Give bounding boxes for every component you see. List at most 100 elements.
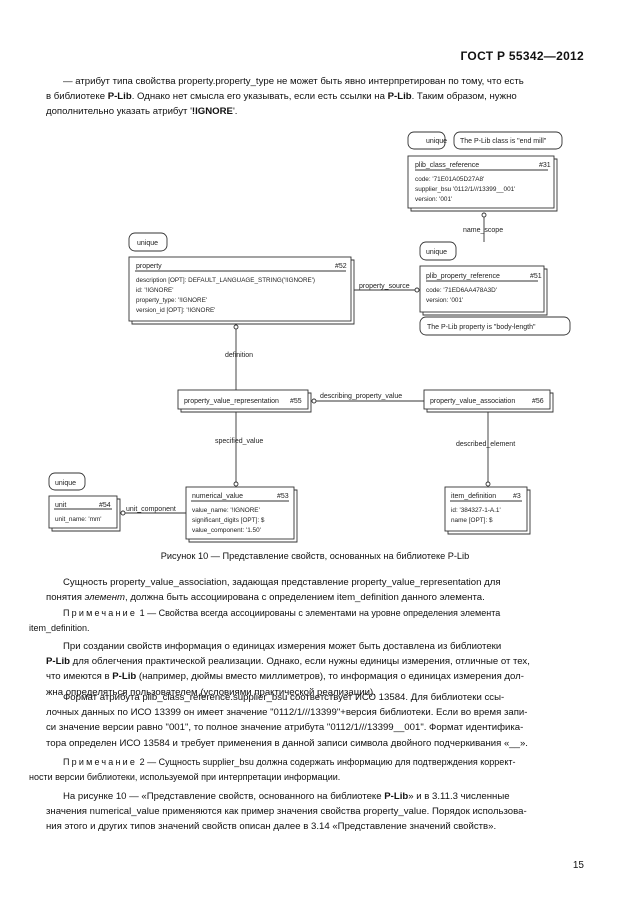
page-number: 15: [572, 860, 584, 871]
unique-tag-box: [407, 131, 446, 150]
unique-label: unique: [426, 249, 447, 256]
attr: value_component: '1.50': [192, 527, 261, 534]
note-endmill-box: [453, 131, 563, 150]
property-num: #52: [335, 263, 347, 270]
rel-property-source: property_source: [359, 283, 410, 290]
attr: id: '384327-1-A.1': [451, 507, 501, 514]
attr: value_name: '!IGNORE': [192, 507, 260, 514]
attr: code: '71E01A05D27A8': [415, 176, 484, 183]
p1-line-1: Сущность property_value_association, зад…: [63, 577, 501, 588]
unit-box: [48, 495, 118, 529]
plib-bold: P-Lib: [112, 671, 137, 683]
attr: description [OPT]: DEFAULT_LANGUAGE_STRI…: [136, 277, 315, 284]
item-definition-box: [444, 486, 528, 532]
rel-specified-value: specified_value: [215, 438, 263, 445]
p3-line-3: си значение версии равно "001", то полно…: [46, 722, 524, 734]
p2-line-4: жна определяться пользователем (условиям…: [46, 686, 376, 698]
p2-line-2: P-Lib для облегчения практической реализ…: [46, 654, 584, 669]
intro-line-1: — атрибут типа свойства property.propert…: [63, 76, 524, 87]
property-box: [128, 256, 352, 322]
pvr-box: [177, 389, 309, 410]
ignore-bold: !IGNORE: [191, 106, 233, 118]
plib-bold: P-Lib: [387, 91, 412, 103]
unit-num: #54: [99, 502, 111, 509]
rel-described-element: described_element: [456, 441, 515, 448]
p3-line-2: лочных данных по ИСО 13399 он имеет знач…: [46, 707, 528, 719]
rel-unit-component: unit_component: [126, 506, 176, 513]
pvr-name: property_value_representation: [184, 398, 279, 405]
unique-label: unique: [137, 240, 158, 247]
p3-line-1: Формат атрибута plib_class_reference.sup…: [63, 692, 505, 703]
plib-class-reference-box: [407, 155, 555, 209]
attr: code: '71ED6AA478A3D': [426, 287, 497, 294]
numerical-value-num: #53: [277, 493, 289, 500]
note-label: Примечание: [63, 757, 138, 767]
p4-line-1: На рисунке 10 — «Представление свойств, …: [46, 789, 584, 804]
emphasis: элемент: [84, 592, 125, 604]
attr: version_id [OPT]: '!IGNORE': [136, 307, 215, 314]
text: (например, дюймы вместо миллиметров), то…: [136, 671, 524, 683]
p4-line-2: значения numerical_value применяются как…: [46, 806, 527, 818]
attr: property_type: '!IGNORE': [136, 297, 207, 304]
p1-line-2: понятия элемент, должна быть ассоциирова…: [46, 590, 584, 605]
pva-name: property_value_association: [430, 398, 515, 405]
text: . Таким образом, нужно: [411, 91, 517, 103]
attr: significant_digits [OPT]: $: [192, 517, 265, 524]
text: , должна быть ассоциирована с определени…: [124, 592, 485, 604]
text: дополнительно указать атрибут ': [46, 106, 192, 118]
note-bodylength: The P-Lib property is "body-length": [427, 324, 536, 331]
plib-property-reference-box: [419, 265, 545, 313]
p2-line-3: что имеются в P-Lib (например, дюймы вме…: [46, 669, 584, 684]
pvr-num: #55: [290, 398, 302, 405]
note-endmill: The P-Lib class is "end mill": [460, 138, 547, 145]
pva-num: #56: [532, 398, 544, 405]
plib-class-reference-num: #31: [539, 162, 551, 169]
attr: unit_name: 'mm': [55, 516, 101, 523]
text: ности версии библиотеки, используемой пр…: [29, 772, 341, 782]
text: '.: [232, 106, 238, 118]
unique-label: unique: [55, 480, 76, 487]
intro-line-2: в библиотеке P-Lib. Однако нет смысла ег…: [46, 89, 584, 104]
item-definition-name: item_definition: [451, 493, 496, 500]
attr: version: '001': [426, 297, 463, 304]
text: На рисунке 10 — «Представление свойств, …: [63, 791, 385, 802]
unit-name: unit: [55, 502, 66, 509]
pva-box: [423, 389, 551, 410]
property-name: property: [136, 263, 162, 270]
attr: name [OPT]: $: [451, 517, 493, 524]
rel-describing-property-value: describing_property_value: [320, 393, 402, 400]
p4-line-3: ния этого и других типов значений свойст…: [46, 821, 497, 833]
text: в библиотеке: [46, 91, 108, 103]
figure-caption: Рисунок 10 — Представление свойств, осно…: [160, 551, 470, 561]
paragraph-4: На рисунке 10 — «Представление свойств, …: [46, 789, 584, 835]
document-header: ГОСТ Р 55342—2012: [460, 49, 584, 63]
attr: id: '!IGNORE': [136, 287, 173, 294]
item-definition-num: #3: [513, 493, 521, 500]
note-label: Примечание: [63, 608, 138, 618]
paragraph-3: Формат атрибута plib_class_reference.sup…: [46, 690, 584, 751]
p2-line-1: При создании свойств информация о единиц…: [63, 641, 502, 652]
attr: version: '001': [415, 196, 452, 203]
intro-paragraph: — атрибут типа свойства property.propert…: [46, 74, 584, 120]
plib-class-reference-name: plib_class_reference: [415, 162, 479, 169]
rel-definition: definition: [225, 352, 253, 359]
plib-bold: P-Lib: [384, 791, 409, 802]
paragraph-2: При создании свойств информация о единиц…: [46, 639, 584, 700]
text: item_definition.: [29, 623, 90, 633]
plib-property-reference-num: #51: [530, 273, 542, 280]
plib-bold: P-Lib: [46, 656, 70, 668]
text: 2 — Сущность supplier_bsu должна содержа…: [137, 757, 516, 767]
rel-name-scope: name_scope: [463, 227, 503, 234]
attr: supplier_bsu '0112/1///13399__001': [415, 186, 515, 193]
text: . Однако нет смысла его указывать, если …: [131, 91, 388, 103]
text: что имеются в: [46, 671, 113, 683]
text: понятия: [46, 592, 85, 604]
note-2: Примечание 2 — Сущность supplier_bsu дол…: [29, 755, 584, 785]
plib-bold: P-Lib: [107, 91, 132, 103]
numerical-value-name: numerical_value: [192, 493, 243, 500]
text: для облегчения практической реализации. …: [69, 656, 530, 668]
note-1: Примечание 1 — Свойства всегда ассоцииро…: [29, 606, 584, 636]
unique-label-top: unique: [426, 138, 447, 145]
paragraph-1: Сущность property_value_association, зад…: [46, 575, 584, 605]
intro-line-3: дополнительно указать атрибут '!IGNORE'.: [46, 104, 584, 119]
